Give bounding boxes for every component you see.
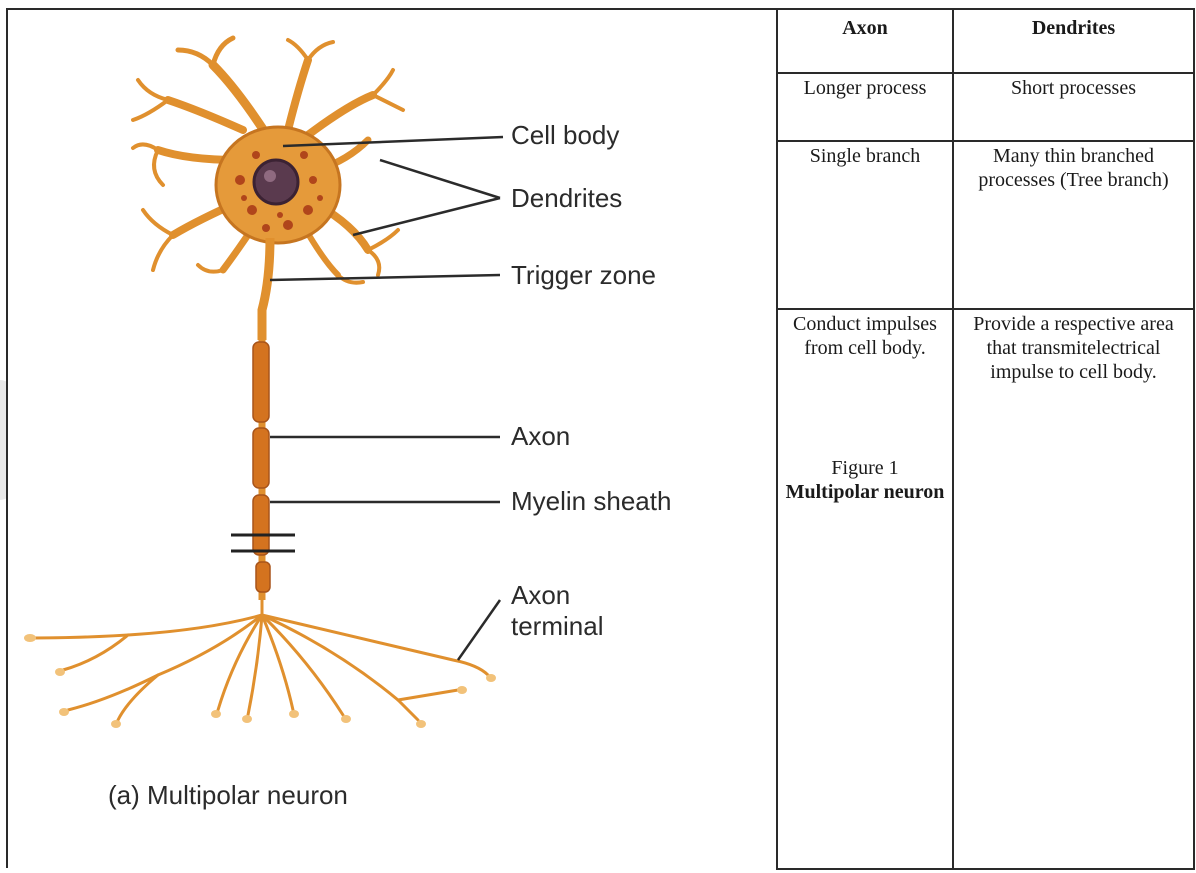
figure-caption: Figure 1 Multipolar neuron	[781, 456, 949, 504]
figure-caption-prefix: Figure 1	[831, 457, 898, 479]
nucleus-shape	[254, 160, 298, 204]
cell-axon: Conduct impulses from cell body.	[793, 313, 937, 359]
table-header-row: Axon Dendrites	[777, 9, 1194, 73]
myelin-segments	[253, 342, 270, 592]
diagram-caption: (a) Multipolar neuron	[108, 780, 348, 811]
cell-dendrites: Short processes	[953, 73, 1194, 141]
nucleolus-shape	[264, 170, 276, 182]
axon-terminal-branches	[33, 600, 488, 720]
axon-hillock	[262, 238, 270, 340]
cell-axon: Single branch	[777, 141, 953, 309]
header-dendrites: Dendrites	[953, 9, 1194, 73]
header-axon: Axon	[777, 9, 953, 73]
label-myelin-sheath: Myelin sheath	[511, 486, 671, 517]
label-dendrites: Dendrites	[511, 183, 622, 214]
cell-axon-with-caption: Conduct impulses from cell body. Figure …	[777, 309, 953, 869]
comparison-table: Axon Dendrites Longer process Short proc…	[776, 8, 1195, 870]
table-row: Conduct impulses from cell body. Figure …	[777, 309, 1194, 869]
table-row: Longer process Short processes	[777, 73, 1194, 141]
label-axon-terminal-line2: terminal	[511, 611, 603, 642]
label-trigger-zone: Trigger zone	[511, 260, 656, 291]
label-axon-terminal-line1: Axon	[511, 580, 570, 611]
label-cell-body: Cell body	[511, 120, 619, 151]
figure-caption-title: Multipolar neuron	[786, 481, 945, 503]
cell-dendrites: Many thin branched processes (Tree branc…	[953, 141, 1194, 309]
cell-axon: Longer process	[777, 73, 953, 141]
neuron-diagram	[8, 10, 778, 870]
table-row: Single branch Many thin branched process…	[777, 141, 1194, 309]
label-axon: Axon	[511, 421, 570, 452]
neuron-diagram-panel: Cell body Dendrites Trigger zone Axon My…	[6, 8, 776, 868]
cell-dendrites: Provide a respective area that transmite…	[953, 309, 1194, 869]
